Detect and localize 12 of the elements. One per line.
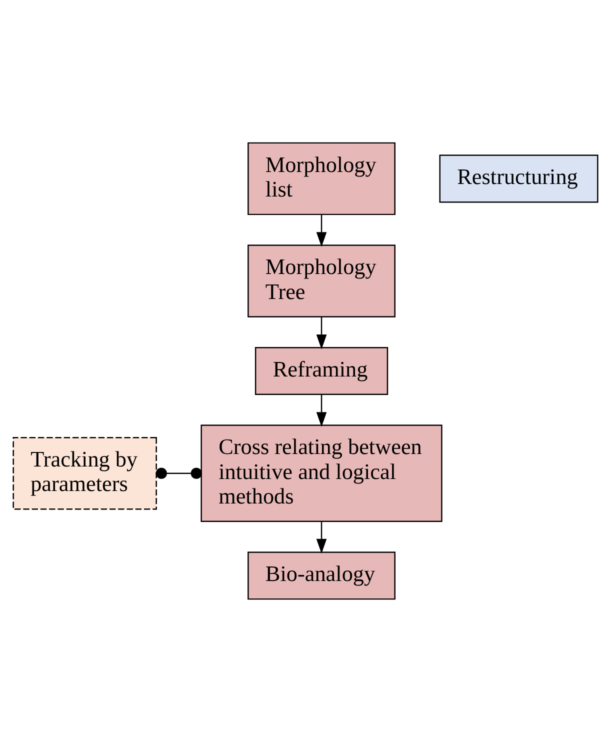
node-box: Reframing — [254, 346, 388, 396]
node-box: Morphology list — [248, 142, 396, 216]
connector — [156, 468, 202, 479]
node-box: Restructuring — [439, 154, 598, 203]
arrow — [316, 522, 327, 554]
node-box: Morphology Tree — [248, 244, 396, 318]
node-box: Bio-analogy — [248, 552, 396, 600]
arrow — [316, 316, 327, 350]
arrow — [316, 214, 327, 247]
node-box: Tracking by parameters — [12, 436, 157, 510]
arrow — [316, 394, 327, 427]
node-box: Cross relating between intuitive and logical methods — [200, 424, 442, 522]
